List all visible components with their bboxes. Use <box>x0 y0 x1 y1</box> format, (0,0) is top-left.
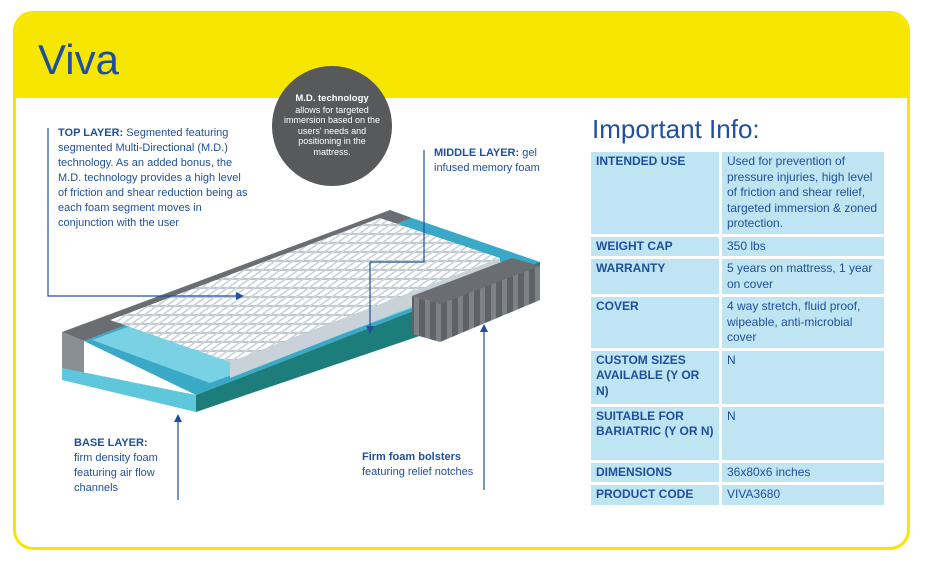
row-key: CUSTOM SIZES AVAILABLE (Y OR N) <box>591 350 722 404</box>
row-value: 4 way stretch, fluid proof, wipeable, an… <box>722 297 884 348</box>
table-row: CUSTOM SIZES AVAILABLE (Y OR N)N <box>591 350 884 404</box>
bolsters-label: Firm foam bolsters <box>362 451 462 463</box>
bubble-text: allows for targeted immersion based on t… <box>283 104 381 157</box>
row-key: WARRANTY <box>591 259 722 294</box>
bolsters-text: featuring relief notches <box>362 466 474 478</box>
row-key: COVER <box>591 297 722 348</box>
row-key: SUITABLE FOR BARIATRIC (Y OR N) <box>591 406 722 460</box>
top-layer-annotation: TOP LAYER: Segmented featuring segmented… <box>58 126 248 231</box>
title-banner <box>16 14 907 98</box>
table-row: SUITABLE FOR BARIATRIC (Y OR N)N <box>591 406 884 460</box>
row-value: Used for prevention of pressure injuries… <box>722 152 884 234</box>
top-layer-text: Segmented featuring segmented Multi-Dire… <box>58 127 248 229</box>
base-layer-label: BASE LAYER: <box>74 437 148 449</box>
base-layer-annotation: BASE LAYER: firm density foam featuring … <box>74 436 184 496</box>
top-layer-pointer <box>47 128 236 297</box>
top-layer <box>110 218 500 362</box>
important-info-title: Important Info: <box>592 114 760 144</box>
row-value: N <box>722 406 884 460</box>
middle-layer-text: gel infused memory foam <box>434 147 540 174</box>
row-value: N <box>722 350 884 404</box>
row-key: PRODUCT CODE <box>591 485 722 505</box>
row-key: INTENDED USE <box>591 152 722 234</box>
row-key: DIMENSIONS <box>591 462 722 482</box>
row-value: 350 lbs <box>722 236 884 256</box>
base-layer-text: firm density foam featuring air flow cha… <box>74 452 158 494</box>
middle-layer-annotation: MIDDLE LAYER: gel infused memory foam <box>434 146 564 176</box>
md-technology-bubble: M.D. technology allows for targeted imme… <box>272 66 392 186</box>
bolsters-annotation: Firm foam bolsters featuring relief notc… <box>362 450 478 480</box>
end-bolster <box>412 258 540 304</box>
row-key: WEIGHT CAP <box>591 236 722 256</box>
row-value: 36x80x6 inches <box>722 462 884 482</box>
middle-layer-label: MIDDLE LAYER: <box>434 147 520 159</box>
product-title: Viva <box>38 36 119 83</box>
bubble-heading: M.D. technology <box>295 93 369 104</box>
row-value: VIVA3680 <box>722 485 884 505</box>
row-value: 5 years on mattress, 1 year on cover <box>722 259 884 294</box>
top-layer-label: TOP LAYER: <box>58 127 124 139</box>
